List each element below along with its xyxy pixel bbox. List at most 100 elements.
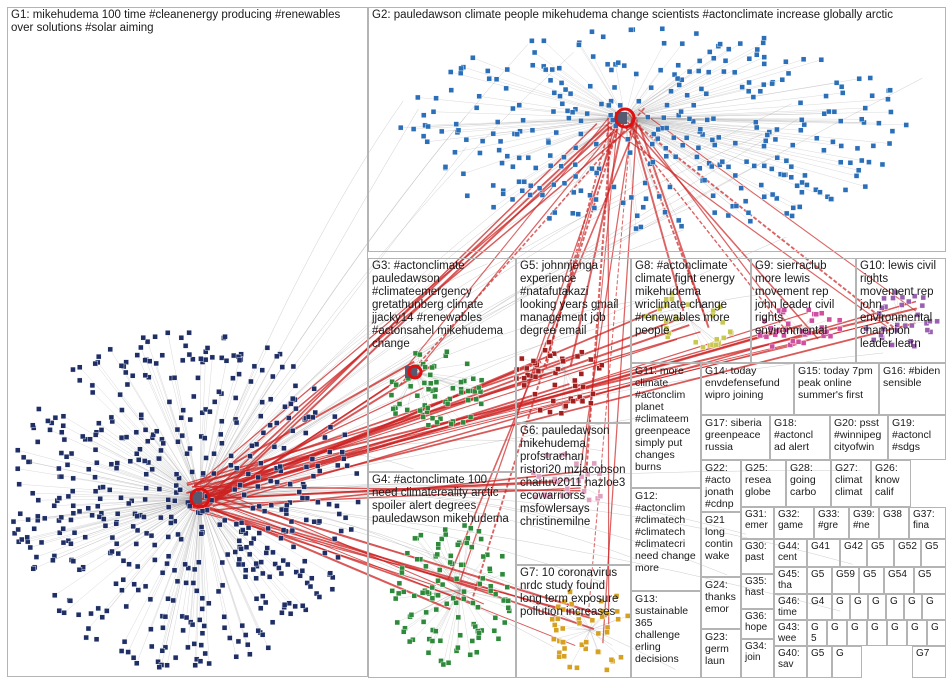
- graph-node: [621, 62, 627, 69]
- graph-node: [634, 213, 640, 219]
- edge: [199, 291, 776, 499]
- graph-node: [679, 40, 686, 47]
- graph-node: [76, 567, 83, 573]
- graph-node: [126, 500, 132, 507]
- graph-node: [703, 91, 710, 97]
- graph-node: [600, 34, 606, 40]
- graph-node: [336, 511, 343, 517]
- graph-node: [575, 610, 581, 617]
- graph-node: [83, 634, 89, 641]
- graph-node: [174, 426, 181, 433]
- graph-node: [862, 183, 869, 190]
- graph-node: [411, 593, 417, 599]
- group-label: G5: [811, 569, 825, 580]
- graph-node: [697, 165, 703, 171]
- edge: [666, 319, 691, 329]
- edge: [414, 371, 462, 383]
- graph-node: [173, 482, 180, 489]
- graph-node: [464, 193, 471, 199]
- graph-node: [425, 422, 432, 428]
- graph-node: [495, 636, 502, 642]
- graph-node: [192, 662, 198, 668]
- graph-node: [751, 163, 757, 169]
- graph-node: [739, 84, 745, 90]
- graph-node: [902, 322, 909, 329]
- graph-node: [393, 381, 399, 388]
- graph-node: [547, 492, 553, 499]
- graph-node: [595, 630, 602, 637]
- graph-node: [287, 481, 293, 487]
- graph-node: [649, 141, 655, 147]
- graph-node: [281, 445, 287, 451]
- edge: [199, 190, 695, 499]
- graph-node: [182, 561, 188, 568]
- graph-node: [420, 414, 426, 420]
- graph-node: [355, 499, 361, 505]
- graph-node: [93, 636, 100, 642]
- graph-node: [567, 664, 573, 670]
- graph-node: [769, 80, 775, 87]
- group-box-g62: G: [868, 594, 886, 620]
- graph-node: [260, 570, 266, 577]
- graph-node: [578, 371, 585, 377]
- graph-node: [142, 583, 149, 590]
- graph-node: [407, 383, 414, 390]
- graph-node: [178, 536, 184, 542]
- graph-node: [889, 128, 896, 134]
- graph-node: [541, 38, 547, 44]
- group-box-g64: G: [904, 594, 922, 620]
- graph-node: [819, 324, 825, 331]
- edge: [414, 371, 477, 400]
- graph-node: [14, 465, 21, 472]
- graph-node: [761, 81, 767, 88]
- graph-node: [604, 61, 611, 68]
- graph-node: [491, 628, 498, 634]
- edge: [186, 307, 918, 487]
- graph-node: [663, 296, 669, 303]
- graph-node: [806, 329, 812, 336]
- group-box-g34: G34: join: [741, 639, 774, 678]
- graph-node: [70, 366, 76, 373]
- edge: [463, 66, 626, 119]
- graph-node: [604, 667, 610, 673]
- edge: [117, 462, 201, 499]
- graph-node: [880, 326, 886, 332]
- graph-node: [392, 595, 399, 602]
- edge: [128, 497, 201, 565]
- graph-node: [572, 106, 579, 112]
- graph-node: [519, 355, 525, 362]
- graph-node: [753, 124, 760, 131]
- group-box-g35: G35: hast: [741, 574, 774, 609]
- graph-node: [878, 332, 884, 338]
- edge: [199, 497, 261, 633]
- graph-node: [296, 489, 302, 495]
- edge: [199, 134, 763, 499]
- graph-node: [800, 56, 807, 63]
- graph-node: [270, 549, 276, 556]
- graph-node: [693, 30, 700, 37]
- graph-node: [194, 588, 200, 594]
- edge: [199, 497, 205, 626]
- graph-node: [109, 548, 115, 555]
- graph-node: [222, 333, 228, 340]
- edge: [199, 484, 747, 535]
- edge: [102, 486, 201, 499]
- graph-node: [615, 616, 621, 622]
- graph-node: [285, 561, 291, 568]
- graph-node: [530, 62, 536, 68]
- graph-node: [530, 358, 537, 364]
- graph-node: [580, 383, 586, 390]
- edge: [407, 112, 629, 382]
- graph-node: [614, 608, 620, 615]
- graph-node: [283, 507, 289, 514]
- graph-node: [113, 541, 120, 547]
- graph-node: [663, 302, 669, 308]
- graph-node: [202, 435, 208, 441]
- graph-node: [593, 170, 600, 176]
- edge: [899, 319, 927, 324]
- graph-node: [172, 654, 179, 661]
- graph-node: [179, 357, 186, 364]
- group-box-g54: G54: [884, 567, 914, 594]
- graph-node: [863, 326, 869, 332]
- graph-node: [242, 632, 249, 638]
